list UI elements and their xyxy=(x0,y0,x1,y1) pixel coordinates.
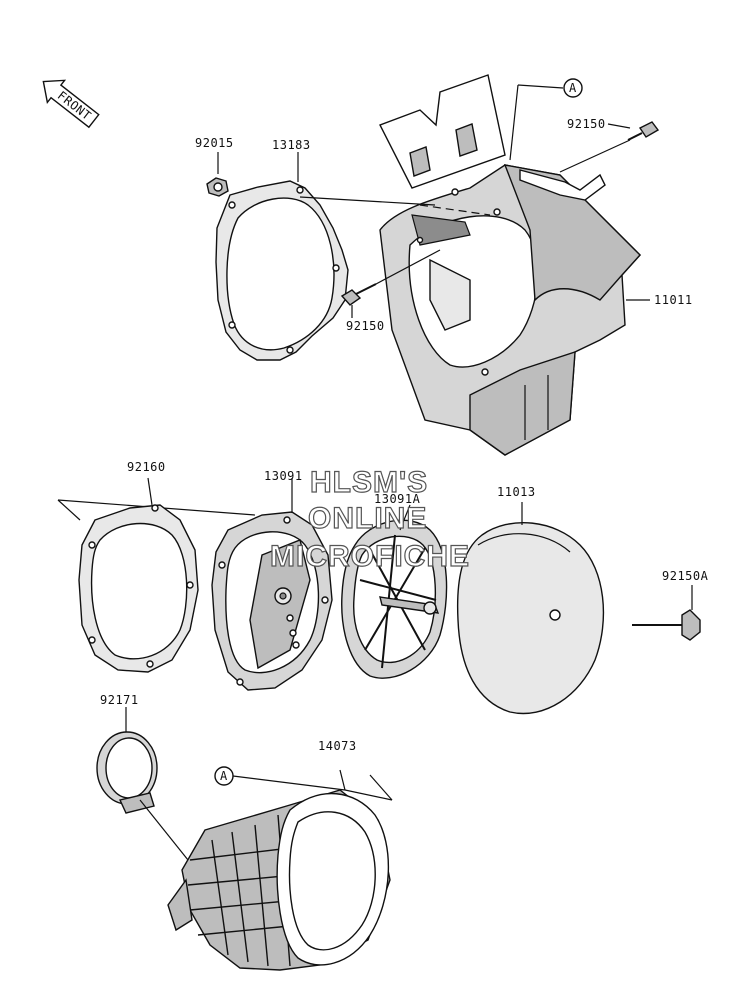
label-11011: 11011 xyxy=(654,293,693,307)
assembly-dash xyxy=(419,204,491,216)
front-arrow: FRONT xyxy=(42,79,100,129)
label-92150-side: 92150 xyxy=(346,319,385,333)
ref-mark-a-top: A xyxy=(563,78,583,98)
label-92171: 92171 xyxy=(100,693,139,707)
clamp-92171 xyxy=(96,707,201,876)
air-box-11011 xyxy=(379,74,641,456)
leader-92150-top xyxy=(607,123,631,129)
label-14073: 14073 xyxy=(318,739,357,753)
bolt-92150-side xyxy=(340,249,441,318)
leader-a-top xyxy=(517,84,564,89)
cage-13091A xyxy=(341,504,448,679)
label-11013: 11013 xyxy=(497,485,536,499)
leader-92160 xyxy=(147,477,153,506)
label-92150-top: 92150 xyxy=(567,117,606,131)
ref-mark-a-bottom-text: A xyxy=(220,769,228,783)
watermark: HLSM'S ONLINE MICROFICHE xyxy=(269,465,470,573)
watermark-line3: MICROFICHE xyxy=(270,540,470,573)
duct-14073 xyxy=(167,769,393,971)
label-13091A: 13091A xyxy=(374,492,421,506)
watermark-line1: HLSM'S xyxy=(310,466,428,499)
assembly-line-mid-2 xyxy=(57,499,81,521)
assembly-line xyxy=(299,196,436,206)
label-92160: 92160 xyxy=(127,460,166,474)
gasket-92160 xyxy=(78,504,199,673)
nut-92015 xyxy=(206,152,229,197)
wingbolt-92150A xyxy=(632,585,701,641)
label-13183: 13183 xyxy=(272,138,311,152)
ref-mark-a-top-text: A xyxy=(569,81,577,95)
label-92015: 92015 xyxy=(195,136,234,150)
watermark-line2: ONLINE xyxy=(308,502,427,535)
ref-mark-a-bottom: A xyxy=(214,766,234,786)
leader-a-top-2 xyxy=(509,84,519,161)
gasket-13183 xyxy=(215,180,349,361)
holder-13091 xyxy=(211,478,333,691)
bolt-92150-top xyxy=(559,121,660,173)
filter-11013 xyxy=(456,502,605,715)
label-13091: 13091 xyxy=(264,469,303,483)
label-92150A: 92150A xyxy=(662,569,709,583)
